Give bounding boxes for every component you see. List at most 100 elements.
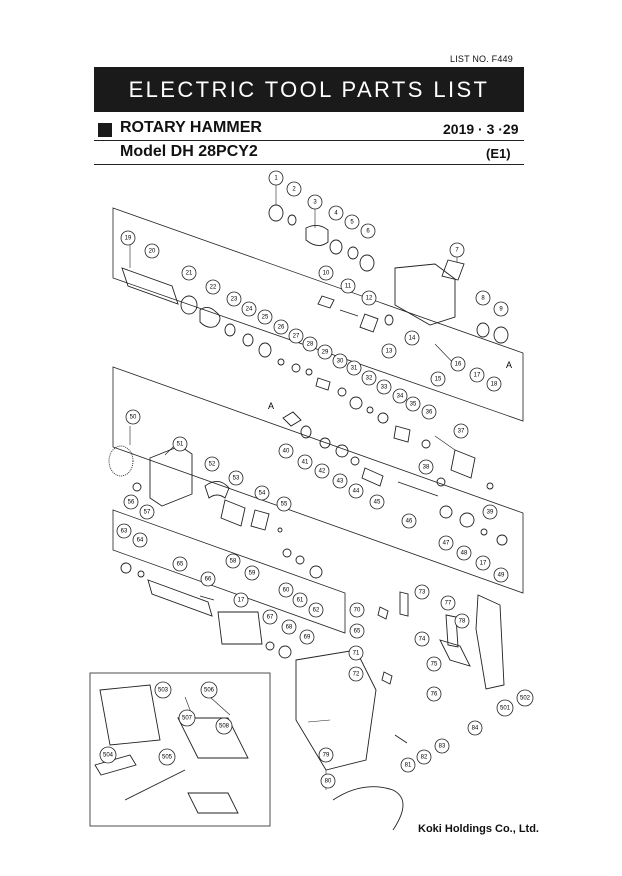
callout-1: 1 (268, 170, 284, 186)
svg-text:16: 16 (455, 362, 462, 368)
svg-text:506: 506 (204, 688, 215, 694)
reference-a: A (268, 401, 274, 411)
svg-text:35: 35 (410, 402, 417, 408)
svg-text:23: 23 (231, 297, 238, 303)
callout-62: 62 (308, 602, 324, 618)
svg-text:60: 60 (283, 588, 290, 594)
svg-text:44: 44 (353, 489, 360, 495)
svg-text:39: 39 (487, 510, 494, 516)
svg-text:59: 59 (249, 571, 256, 577)
svg-text:56: 56 (128, 500, 135, 506)
callout-32: 32 (361, 370, 377, 386)
svg-text:38: 38 (423, 465, 430, 471)
callout-17: 17 (475, 555, 491, 571)
callout-37: 37 (453, 423, 469, 439)
callout-48: 48 (456, 545, 472, 561)
callout-29: 29 (317, 344, 333, 360)
svg-text:28: 28 (307, 342, 314, 348)
svg-text:507: 507 (182, 716, 193, 722)
callout-70: 70 (349, 602, 365, 618)
callout-67: 67 (262, 609, 278, 625)
svg-text:75: 75 (431, 662, 438, 668)
svg-text:3: 3 (313, 200, 317, 206)
callout-60: 60 (278, 582, 294, 598)
svg-text:15: 15 (435, 377, 442, 383)
callout-61: 61 (292, 592, 308, 608)
callout-38: 38 (418, 459, 434, 475)
callout-22: 22 (205, 279, 221, 295)
svg-text:7: 7 (455, 248, 459, 254)
callout-55: 55 (276, 496, 292, 512)
svg-text:62: 62 (313, 608, 320, 614)
callout-47: 47 (438, 535, 454, 551)
page-title-banner: ELECTRIC TOOL PARTS LIST (94, 67, 524, 112)
svg-text:504: 504 (103, 753, 114, 759)
svg-text:34: 34 (397, 394, 404, 400)
callout-507: 507 (178, 709, 196, 727)
callout-69: 69 (299, 629, 315, 645)
callout-10: 10 (318, 265, 334, 281)
callout-12: 12 (361, 290, 377, 306)
svg-text:46: 46 (406, 519, 413, 525)
callout-44: 44 (348, 483, 364, 499)
callout-34: 34 (392, 388, 408, 404)
svg-text:82: 82 (421, 755, 428, 761)
callout-9: 9 (493, 301, 509, 317)
section-frame-gear (112, 207, 524, 422)
part-shape (268, 204, 284, 222)
svg-text:80: 80 (325, 779, 332, 785)
callout-57: 57 (139, 504, 155, 520)
callout-42: 42 (314, 463, 330, 479)
callout-26: 26 (273, 319, 289, 335)
svg-text:17: 17 (480, 561, 487, 567)
callout-64: 64 (132, 532, 148, 548)
callout-80: 80 (320, 773, 336, 789)
svg-text:45: 45 (374, 500, 381, 506)
divider (94, 140, 524, 141)
svg-text:10: 10 (323, 271, 330, 277)
callout-81: 81 (400, 757, 416, 773)
callout-6: 6 (360, 223, 376, 239)
svg-text:84: 84 (472, 726, 479, 732)
section-frame-armature (112, 509, 346, 634)
svg-text:67: 67 (267, 615, 274, 621)
callout-58: 58 (225, 553, 241, 569)
svg-text:58: 58 (230, 559, 237, 565)
callout-59: 59 (244, 565, 260, 581)
callout-18: 18 (486, 376, 502, 392)
callout-506: 506 (200, 681, 218, 699)
callout-65: 65 (172, 556, 188, 572)
callout-4: 4 (328, 205, 344, 221)
callout-36: 36 (421, 404, 437, 420)
svg-text:83: 83 (439, 744, 446, 750)
accessory-frame (89, 672, 271, 827)
svg-text:81: 81 (405, 763, 412, 769)
svg-text:26: 26 (278, 325, 285, 331)
svg-text:32: 32 (366, 376, 373, 382)
svg-text:42: 42 (319, 469, 326, 475)
svg-text:40: 40 (283, 449, 290, 455)
callout-41: 41 (297, 454, 313, 470)
svg-text:27: 27 (293, 334, 300, 340)
svg-text:68: 68 (286, 625, 293, 631)
callout-82: 82 (416, 749, 432, 765)
svg-text:69: 69 (304, 635, 311, 641)
callout-27: 27 (288, 328, 304, 344)
callout-8: 8 (475, 290, 491, 306)
svg-text:13: 13 (386, 349, 393, 355)
callout-20: 20 (144, 243, 160, 259)
callout-501: 501 (496, 699, 514, 717)
model-name: Model DH 28PCY2 (120, 143, 258, 160)
svg-text:73: 73 (419, 590, 426, 596)
callout-77: 77 (440, 595, 456, 611)
svg-text:49: 49 (498, 573, 505, 579)
svg-text:502: 502 (520, 696, 531, 702)
callout-21: 21 (181, 265, 197, 281)
callout-30: 30 (332, 353, 348, 369)
callout-3: 3 (307, 194, 323, 210)
svg-text:20: 20 (149, 249, 156, 255)
svg-text:74: 74 (419, 637, 426, 643)
callout-40: 40 (278, 443, 294, 459)
callout-39: 39 (482, 504, 498, 520)
